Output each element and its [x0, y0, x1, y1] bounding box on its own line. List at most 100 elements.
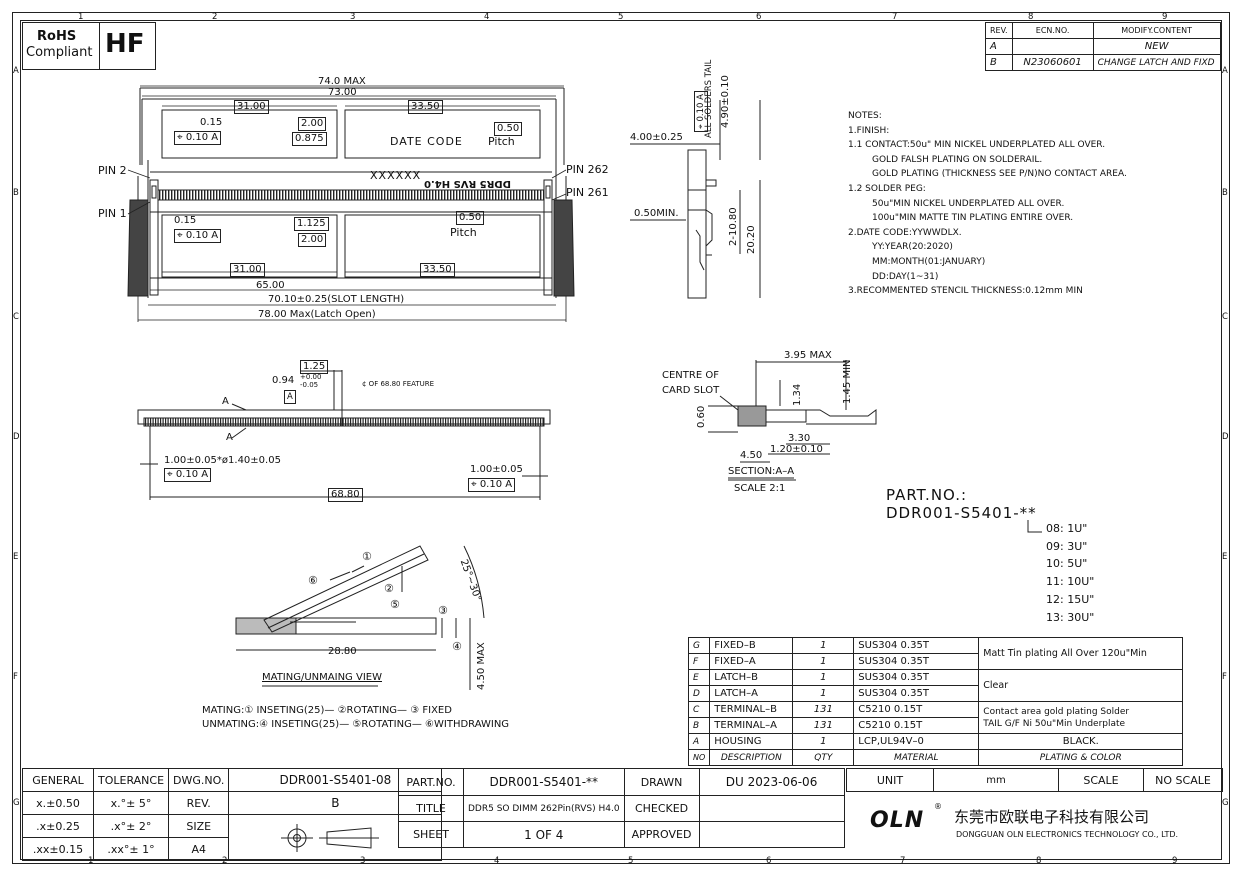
zone-col-label: 2: [222, 856, 228, 866]
step-1-marker: ①: [362, 550, 372, 563]
zone-row-label: F: [13, 672, 18, 682]
tol-datum: A: [211, 230, 219, 241]
bom-material: SUS304 0.35T: [853, 685, 980, 702]
rohs-hf-badge: RoHS Compliant HF: [22, 22, 156, 70]
zone-row-label: C: [13, 312, 19, 322]
compliant-label: Compliant: [26, 45, 93, 60]
zone-row-label: F: [1222, 672, 1227, 682]
bom-qty: 131: [792, 717, 855, 734]
pin-2-label: PIN 2: [98, 164, 127, 177]
zone-col-label: 9: [1162, 12, 1168, 22]
bom-no: G: [687, 637, 711, 654]
bom-row: G FIXED–B 1 SUS304 0.35T Matt Tin platin…: [687, 637, 1184, 670]
title-block-right: UNIT mm SCALE NO SCALE: [846, 768, 1223, 792]
bom-row: E LATCH–B 1 SUS304 0.35T Clear: [687, 669, 1184, 702]
zone-col-label: 3: [360, 856, 366, 866]
zone-col-label: 4: [494, 856, 500, 866]
dim-left-hole: 1.00±0.05*ø1.40±0.05: [164, 455, 281, 466]
bom-no: B: [687, 717, 711, 734]
bom-row: C TERMINAL–B 131 C5210 0.15T Contact are…: [687, 701, 1184, 734]
feature-label: ¢ OF 68.80 FEATURE: [362, 380, 435, 388]
centre-label-1: CENTRE OF: [662, 370, 719, 381]
dim-31-bot: 31.00: [230, 263, 265, 277]
zone-col-label: 6: [766, 856, 772, 866]
zone-col-label: 1: [78, 12, 84, 22]
zone-col-label: 4: [484, 12, 490, 22]
dim-015-top: 0.15: [200, 117, 223, 128]
pin-1-label: PIN 1: [98, 207, 127, 220]
bom-desc: TERMINAL–B: [709, 701, 794, 718]
dim-490: 4.90±0.10: [720, 75, 731, 128]
scale-value: NO SCALE: [1143, 768, 1223, 792]
zone-row-label: A: [1222, 66, 1228, 76]
part-no-value-cell: DDR001-S5401-**: [463, 768, 625, 796]
zone-col-label: 2: [212, 12, 218, 22]
zone-col-label: 9: [1172, 856, 1178, 866]
part-no-label-cell: PART.NO.: [398, 768, 464, 796]
side-tolerance-frame: ⌖ 0.10 A: [694, 91, 708, 132]
note-line: DD:DAY(1~31): [872, 271, 939, 282]
bom-header-desc: DESCRIPTION: [709, 749, 794, 766]
zone-row-label: B: [1222, 188, 1228, 198]
part-marking: DDR5 RVS H4.0: [424, 178, 511, 189]
size-label: SIZE: [168, 814, 230, 838]
bom-header-plating: PLATING & COLOR: [978, 749, 1184, 766]
bom-plating-3b: TAIL G/F Ni 50u"Min Underplate: [983, 718, 1126, 729]
dim-2-1080: 2-10.80: [728, 207, 739, 246]
zone-col-label: 3: [350, 12, 356, 22]
tol-value: 0.10: [185, 132, 209, 143]
bom-qty: 1: [792, 685, 855, 702]
dim-330: 3.30: [788, 433, 811, 444]
dim-200-bot: 2.00: [298, 233, 327, 247]
zone-row-label: E: [13, 552, 19, 562]
note-line: 1.1 CONTACT:50u" MIN NICKEL UNDERPLATED …: [848, 140, 1106, 151]
drawing-inner-frame: [20, 20, 1222, 860]
tol-3b: .xx°± 1°: [92, 837, 170, 861]
dim-015-bot: 0.15: [174, 215, 197, 226]
unit-label: UNIT: [846, 768, 934, 792]
unmating-sequence: UNMATING:④ INSETING(25)— ⑤ROTATING— ⑥WIT…: [202, 719, 510, 730]
dim-3350-bot: 33.50: [420, 263, 455, 277]
revision-row: B N23060601 CHANGE LATCH AND FIXD: [985, 54, 1221, 71]
title-value: DDR5 SO DIMM 262Pin(RVS) H4.0: [463, 795, 625, 822]
dim-060: 0.60: [696, 405, 707, 428]
note-line: 1.2 SOLDER PEG:: [848, 183, 926, 194]
pin-261-label: PIN 261: [566, 186, 609, 199]
dim-74-max: 74.0 MAX: [318, 76, 366, 87]
bom-desc: LATCH–A: [709, 685, 794, 702]
bom-desc: FIXED–A: [709, 653, 794, 670]
tol-value: 0.10: [696, 102, 706, 122]
bom-plating-3a: Contact area gold plating Solder: [983, 706, 1130, 717]
dwg-no-label: DWG.NO.: [168, 768, 230, 792]
sheet-value: 1 OF 4: [463, 821, 625, 848]
pitch-top-label: Pitch: [488, 135, 515, 148]
dim-65: 65.00: [256, 280, 285, 291]
tolerance-frame-left: ⌖ 0.10 A: [164, 468, 212, 482]
zone-col-label: 8: [1036, 856, 1042, 866]
zone-row-label: A: [13, 66, 19, 76]
tol-datum: A: [201, 469, 209, 480]
projection-symbol-svg: [281, 823, 380, 852]
zone-col-label: 8: [1028, 12, 1034, 22]
dim-31-top: 31.00: [234, 100, 269, 114]
dim-050-min: 0.50MIN.: [634, 208, 679, 219]
zone-row-label: G: [1222, 798, 1229, 808]
bom-material: SUS304 0.35T: [853, 669, 980, 686]
bom-no: F: [687, 653, 711, 670]
drawn-label: DRAWN: [623, 768, 700, 796]
rohs-label: RoHS: [37, 29, 77, 44]
plating-option: 08: 1U": [1046, 522, 1088, 535]
step-2-marker: ②: [384, 582, 394, 595]
checked-label: CHECKED: [623, 795, 700, 822]
zone-col-label: 1: [88, 856, 94, 866]
pin-262-label: PIN 262: [566, 163, 609, 176]
note-line: GOLD FALSH PLATING ON SOLDERAIL.: [872, 154, 1043, 165]
tol-1b: x.°± 5°: [92, 791, 170, 815]
bom-qty: 1: [792, 637, 855, 654]
tol-value: 0.10: [479, 479, 503, 490]
bom-no: C: [687, 701, 711, 718]
centre-label-2: CARD SLOT: [662, 385, 720, 396]
sheet-label: SHEET: [398, 821, 464, 848]
dim-450: 4.50: [740, 450, 763, 461]
revision-table: REV. ECN.NO. MODIFY.CONTENT A NEW B N230…: [985, 22, 1221, 71]
